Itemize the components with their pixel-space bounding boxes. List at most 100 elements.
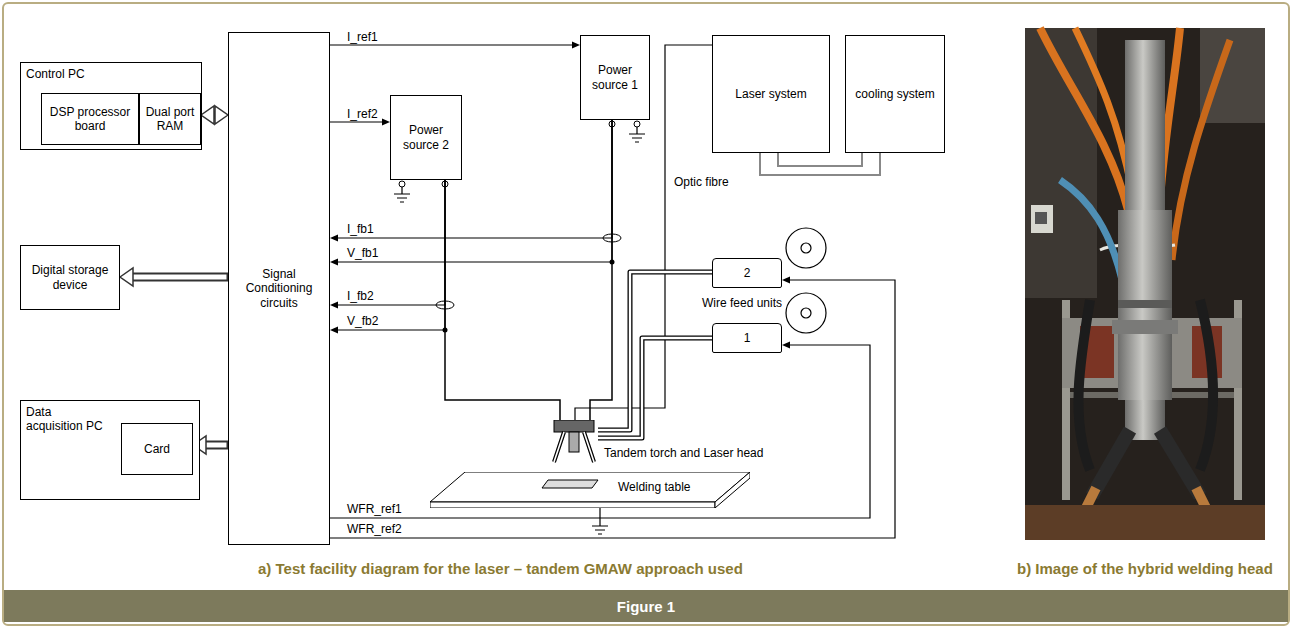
computer-box: Control PC DSP processor board Dual port R… — [20, 62, 202, 150]
arrow-head — [215, 106, 228, 124]
torch-nozzle — [554, 432, 564, 462]
welding-head-photo — [1172, 40, 1230, 260]
sig-line — [330, 44, 574, 45]
welding-head-photo — [1112, 320, 1178, 334]
arrow-head — [330, 327, 338, 334]
torch-nozzle — [584, 432, 594, 462]
sig-line — [336, 120, 612, 262]
cooling-pipe — [778, 153, 862, 166]
welding-head-photo — [1160, 430, 1200, 496]
node-label: Laser system — [735, 87, 806, 101]
welding-head-photo — [1118, 300, 1172, 308]
connector — [445, 180, 560, 420]
connector — [330, 120, 612, 242]
welding-head-photo — [1035, 212, 1047, 224]
arrow-head — [782, 342, 790, 349]
welding-head-photo — [1200, 300, 1213, 470]
memory-box: Dual port RAM — [139, 93, 201, 145]
work-piece — [542, 480, 598, 488]
arrow-head — [201, 106, 214, 124]
arrow-head — [572, 42, 580, 49]
wire-reel — [786, 228, 826, 268]
power-source-box: Power source 1 — [580, 35, 650, 120]
node-label: Control PC — [26, 67, 85, 81]
node-label: 2 — [744, 266, 751, 280]
node-label: Signal Conditioning circuits — [233, 267, 325, 310]
welding-head-photo — [1025, 28, 1265, 540]
torch-head-shape — [548, 420, 598, 466]
connector — [590, 120, 612, 420]
group-label: Wire feed units — [700, 296, 784, 310]
welding-table: Welding table — [430, 472, 750, 508]
block-arrow-shaft — [132, 275, 227, 280]
welding-head-photo — [1078, 300, 1090, 470]
board-box: DSP processor board — [41, 93, 139, 145]
terminal — [634, 121, 640, 127]
node-label: Data acquisition PC — [26, 405, 106, 434]
pipe-line — [760, 153, 880, 175]
wire-feed-unit: 2 — [712, 258, 782, 288]
welding-head-photo — [1025, 28, 1265, 540]
node-label: Welding table — [618, 480, 691, 494]
node-label: 1 — [744, 331, 751, 345]
current-sensor — [436, 234, 621, 309]
torch-nozzle — [584, 432, 594, 462]
arrow-head — [382, 119, 390, 126]
table-top — [430, 472, 750, 502]
torch-head: Tandem torch and Laser head — [548, 420, 598, 466]
arrow-head — [120, 268, 133, 286]
table-side — [715, 472, 750, 508]
wire-reel — [786, 293, 826, 333]
torch-body — [554, 420, 594, 432]
node-label: Dual port RAM — [144, 105, 196, 134]
figure-caption: Figure 1 — [617, 598, 675, 615]
signal-label: I_ref2 — [345, 107, 380, 121]
node-label: Power source 2 — [395, 123, 457, 152]
wire-guide — [598, 338, 712, 438]
terminal — [399, 181, 405, 187]
connector — [330, 180, 445, 334]
welding-head-photo — [1092, 430, 1130, 496]
sig-line — [336, 180, 445, 330]
wire-guide — [598, 272, 712, 430]
signal-label: WFR_ref2 — [345, 522, 404, 536]
connector — [330, 180, 445, 309]
cooling-box: cooling system — [845, 35, 945, 153]
signal-label: V_fb2 — [345, 314, 380, 328]
sub-caption: b) Image of the hybrid welding head — [1017, 560, 1273, 577]
computer-box: Data acquisition PC Card — [20, 400, 200, 500]
node-label: cooling system — [855, 87, 934, 101]
conditioning-box: Signal Conditioning circuits — [228, 32, 330, 545]
ground-symbol — [592, 508, 608, 534]
signal-label: WFR_ref1 — [345, 502, 404, 516]
wire-feed-unit: 1 — [712, 323, 782, 353]
junction-dot — [443, 260, 615, 333]
sig-line — [336, 180, 445, 305]
arrow-head — [330, 302, 338, 309]
node-label: Digital storage device — [25, 263, 115, 292]
card-box: Card — [121, 423, 193, 475]
connector — [201, 106, 228, 124]
node-label: Power source 1 — [585, 63, 645, 92]
sub-caption: a) Test facility diagram for the laser –… — [258, 560, 743, 577]
node-label: Tandem torch and Laser head — [604, 446, 763, 460]
table-front — [430, 502, 715, 508]
signal-label: V_fb1 — [345, 246, 380, 260]
sig-line — [330, 121, 384, 122]
cooling-pipe — [778, 153, 862, 166]
welding-head-photo — [1075, 28, 1132, 190]
torch-nozzle — [554, 432, 564, 462]
cable-line — [590, 120, 612, 420]
wire-guide — [598, 272, 712, 430]
block-arrow-shaft — [205, 443, 227, 448]
signal-label: I_fb1 — [345, 222, 376, 236]
connector — [598, 272, 712, 430]
connector — [120, 268, 228, 286]
wire-reel — [801, 308, 811, 318]
node-label: DSP processor board — [46, 105, 134, 134]
arrow-head — [782, 277, 790, 284]
sig-line — [336, 120, 612, 238]
signal-label: I_fb2 — [345, 289, 376, 303]
